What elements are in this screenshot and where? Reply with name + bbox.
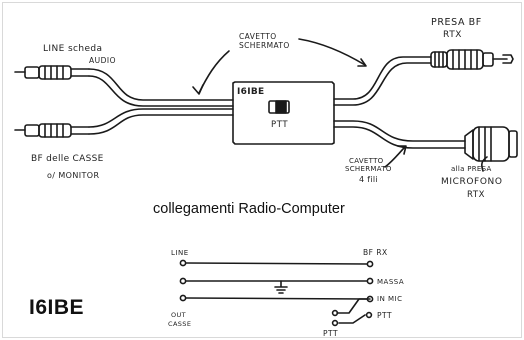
wiring-drawing: PRESA BF RTX CAVETTO SCHERMATO LINE sche…: [14, 17, 518, 337]
label-alla-presa: alla PRESA: [451, 165, 492, 173]
callsign-label: I6IBE: [29, 296, 85, 319]
label-bf-casse: BF delle CASSE: [31, 154, 104, 164]
label-presa-bf: PRESA BF: [431, 17, 482, 28]
label-ptt-right: PTT: [377, 311, 392, 320]
right-jack-plug: [430, 49, 514, 70]
label-massa: MASSA: [377, 278, 404, 286]
label-4-fili: 4 fili: [359, 175, 378, 184]
left-jack-plug-bottom: [14, 123, 90, 138]
annotation-arrows: [192, 38, 488, 172]
left-cables: [88, 68, 234, 135]
label-schermato-low: SCHERMATO: [345, 165, 392, 173]
right-cables: [333, 56, 466, 149]
label-audio: AUDIO: [89, 56, 116, 65]
box-label: I6IBE: [237, 87, 264, 97]
left-jack-plug-top: [14, 65, 90, 80]
label-out: OUT: [171, 311, 186, 319]
label-cavetto-low: CAVETTO: [349, 157, 384, 165]
label-cavetto-top: CAVETTO: [239, 32, 277, 41]
diagram-caption: collegamenti Radio-Computer: [153, 201, 345, 217]
label-rtx-right: RTX: [467, 190, 485, 200]
label-casse: CASSE: [168, 320, 191, 328]
interface-box: [232, 81, 335, 145]
label-ptt-box: PTT: [271, 120, 288, 130]
label-line: LINE: [171, 249, 189, 257]
label-ptt-bottom: PTT: [323, 329, 338, 337]
label-microfono: MICROFONO: [441, 177, 503, 187]
label-rtx-top: RTX: [443, 30, 462, 40]
mic-connector: [464, 126, 518, 162]
label-schermato-top: SCHERMATO: [239, 41, 290, 50]
label-line-scheda: LINE scheda: [43, 44, 102, 54]
label-bf-rx: BF RX: [363, 248, 388, 257]
hand-labels: PRESA BF RTX CAVETTO SCHERMATO LINE sche…: [31, 17, 503, 337]
wiring-schematic: [179, 259, 374, 327]
label-in-mic: IN MIC: [377, 295, 403, 303]
label-monitor: o/ MONITOR: [47, 171, 99, 180]
